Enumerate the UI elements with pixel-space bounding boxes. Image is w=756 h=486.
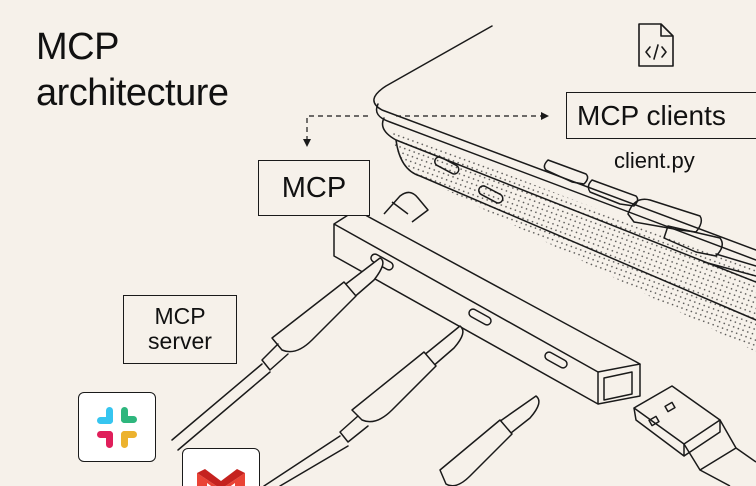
code-file-icon [638, 23, 674, 67]
title-line-1: MCP [36, 26, 119, 68]
client-file-label: client.py [614, 148, 695, 173]
mcp-label: MCP [258, 160, 370, 216]
page-title: MCP architecture [36, 24, 229, 116]
mcp-clients-label: MCP clients [566, 92, 756, 139]
arrow-head-down [303, 139, 311, 147]
title-line-2: architecture [36, 72, 229, 114]
arrow-head-right [541, 112, 549, 120]
slack-app-tile [78, 392, 156, 462]
slack-logo [97, 407, 137, 448]
usb-a-plug [633, 385, 756, 486]
server-label-line-1: MCP [154, 303, 206, 329]
gmail-app-tile [182, 448, 260, 486]
gmail-logo [197, 469, 245, 486]
server-label-line-2: server [148, 328, 212, 354]
dashed-connectors [306, 115, 542, 140]
usb-hub [333, 191, 641, 405]
mcp-server-label: MCP server [123, 295, 237, 364]
usb-c-cables [171, 257, 540, 486]
laptop-illustration [373, 25, 756, 352]
